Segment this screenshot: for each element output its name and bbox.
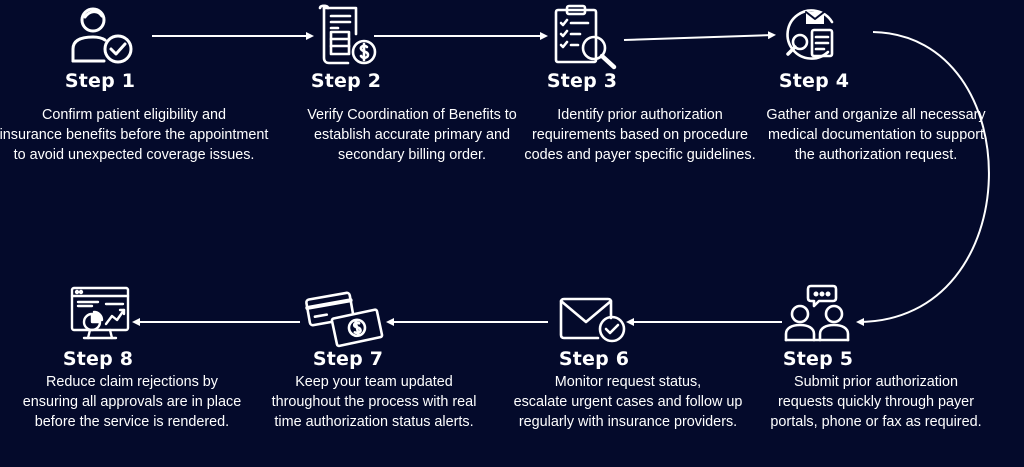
arrow-step3-to-step4 [623,31,776,41]
card-cash-icon [304,290,388,348]
patient-check-icon [68,5,138,65]
step-title: Step 5 [782,348,854,370]
step-title: Step 7 [312,348,384,370]
people-chat-icon [782,284,852,342]
step-title: Step 4 [778,70,850,92]
curve-step4-to-step5 [856,31,990,326]
step-title: Step 6 [558,348,630,370]
step-description: Monitor request status,escalate urgent c… [513,374,743,430]
analytics-dashboard-icon [68,286,132,342]
checklist-search-icon [552,4,620,70]
billing-document-dollar-icon [318,4,380,66]
step-title: Step 1 [64,70,136,92]
step-title: Step 2 [310,70,382,92]
step-title: Step 3 [546,70,618,92]
envelope-check-icon [558,294,630,344]
step-title: Step 8 [62,348,134,370]
document-gather-icon [782,4,842,66]
